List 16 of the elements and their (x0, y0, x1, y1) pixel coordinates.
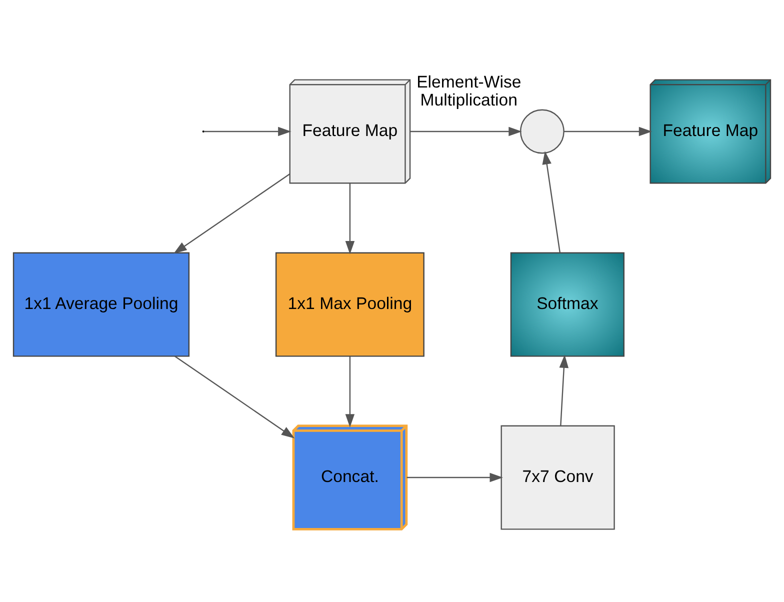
node-box: Softmax (510, 252, 624, 356)
arrow (406, 472, 503, 482)
arrow (564, 126, 652, 136)
arrow (345, 182, 355, 254)
arrow (410, 126, 522, 136)
node-box: 7x7 Conv (500, 424, 615, 530)
arrow (174, 172, 290, 254)
arrow (345, 356, 355, 427)
node-circle (520, 108, 564, 154)
node-box: 1x1 Average Pooling (12, 252, 190, 356)
node-box: 1x1 Max Pooling (275, 252, 424, 356)
arrow (204, 126, 292, 136)
node-label: Element-Wise Multiplication (416, 72, 522, 109)
arrow (174, 355, 295, 438)
arrow (542, 150, 561, 252)
arrow (559, 354, 569, 426)
